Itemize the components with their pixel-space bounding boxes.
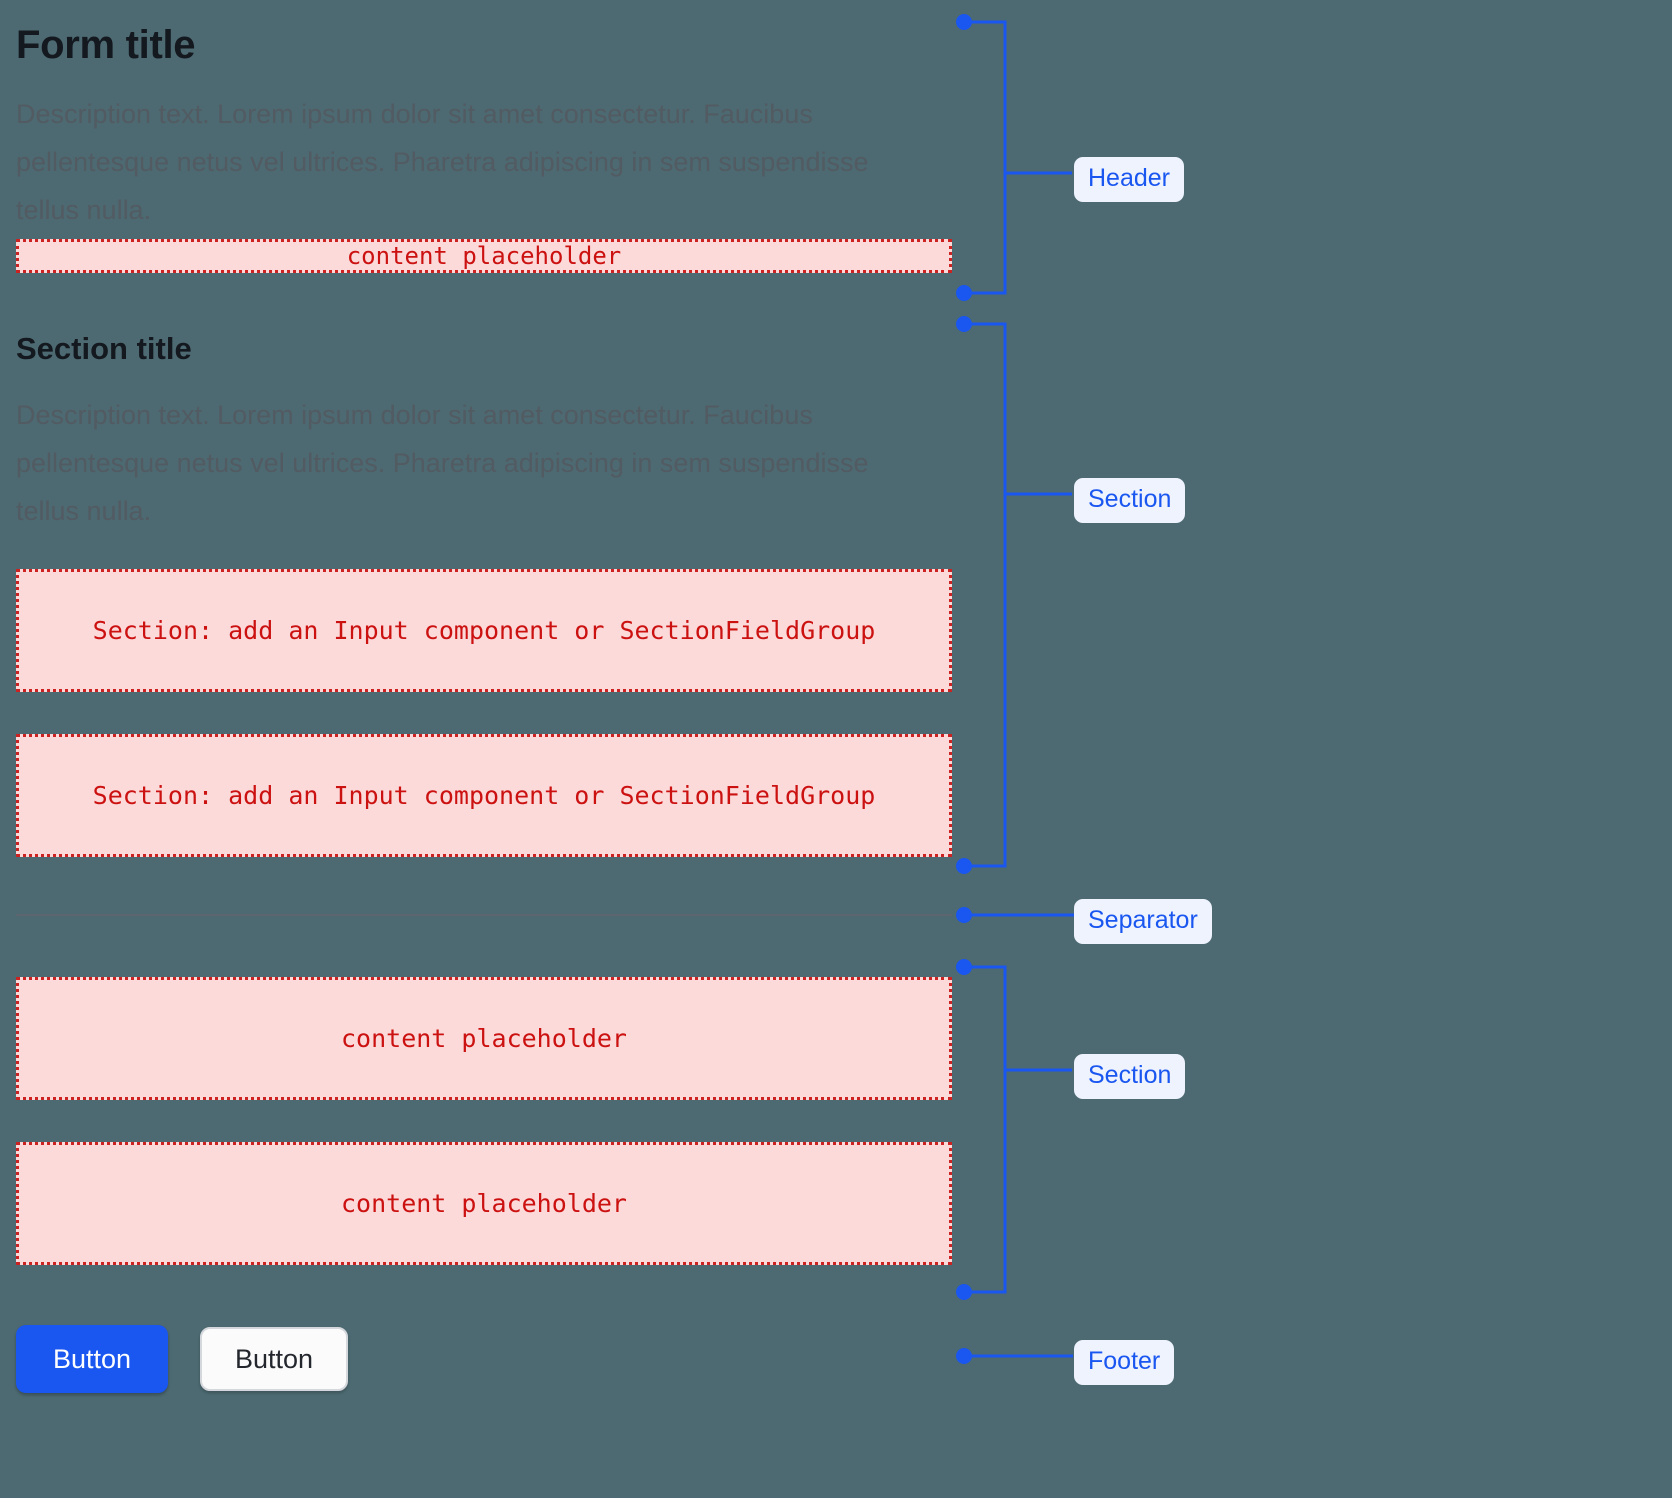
- annotation-label-separator[interactable]: Separator: [1074, 899, 1212, 944]
- footer-anchor-dot: [956, 1348, 972, 1364]
- section-title: Section title: [16, 331, 192, 366]
- header-bracket-path: [964, 20, 1007, 295]
- footer-button-group: Button Button: [16, 1325, 348, 1393]
- header-description: Description text. Lorem ipsum dolor sit …: [16, 99, 869, 225]
- section-field-placeholder-b: Section: add an Input component or Secti…: [16, 734, 952, 857]
- section-one-bracket-path: [964, 322, 1007, 868]
- section-field-placeholder-a: Section: add an Input component or Secti…: [16, 569, 952, 692]
- section-description: Description text. Lorem ipsum dolor sit …: [16, 400, 869, 526]
- annotation-label-section-one[interactable]: Section: [1074, 478, 1186, 523]
- page-title: Form title: [16, 23, 196, 67]
- section-two-content-placeholder-a: content placeholder: [16, 977, 952, 1100]
- section-one-anchor-dot-bottom: [956, 858, 972, 874]
- annotation-label-section-two[interactable]: Section: [1074, 1054, 1186, 1099]
- section-two-content-placeholder-b: content placeholder: [16, 1142, 952, 1265]
- section-two-bracket-path: [964, 965, 1007, 1294]
- separator: [16, 914, 952, 916]
- form-column: Form title Description text. Lorem ipsum…: [16, 0, 952, 1498]
- annotation-label-footer[interactable]: Footer: [1074, 1340, 1175, 1385]
- annotation-label-header[interactable]: Header: [1074, 157, 1184, 202]
- header-content-placeholder: content placeholder: [16, 239, 952, 273]
- section-two-anchor-dot-bottom: [956, 1284, 972, 1300]
- secondary-button[interactable]: Button: [200, 1327, 348, 1391]
- primary-button[interactable]: Button: [16, 1325, 168, 1393]
- header-anchor-dot-top: [956, 14, 972, 30]
- separator-anchor-dot: [956, 907, 972, 923]
- section-one-anchor-dot-top: [956, 316, 972, 332]
- section-two-anchor-dot-top: [956, 959, 972, 975]
- header-anchor-dot-bottom: [956, 285, 972, 301]
